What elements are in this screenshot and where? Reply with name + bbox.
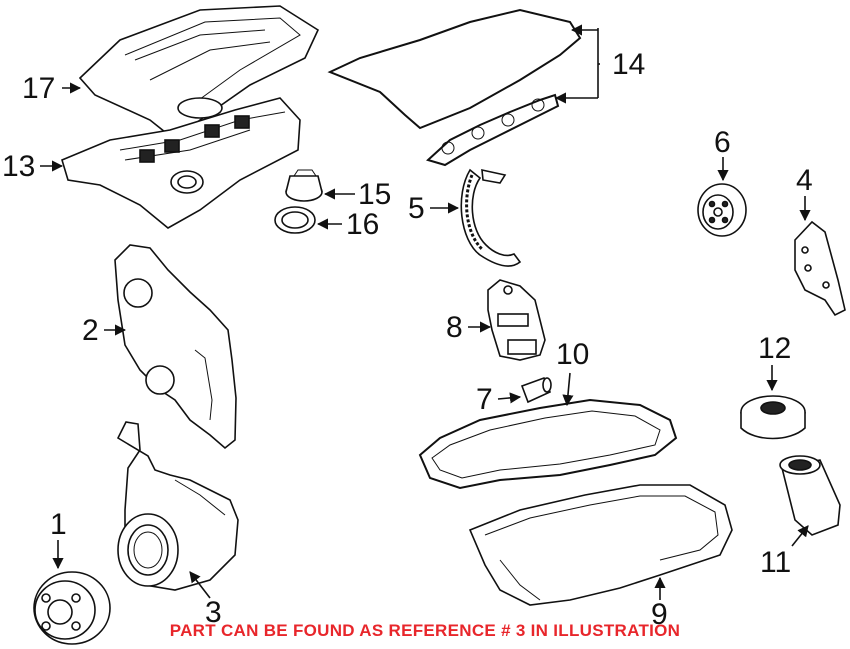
- timing-cover-part: [114, 244, 237, 450]
- valve-cover-part: [61, 97, 301, 229]
- callout-17: 17: [22, 72, 55, 105]
- oil-cap-part: [285, 169, 323, 202]
- callout-1: 1: [50, 508, 67, 541]
- oil-pan-part: [468, 484, 733, 606]
- bracket-part: [794, 220, 846, 317]
- callout-10: 10: [556, 338, 589, 371]
- callout-9: 9: [651, 598, 668, 631]
- cap-seal-part: [274, 206, 316, 234]
- engine-cover-part: [78, 5, 320, 142]
- callout-15: 15: [358, 178, 391, 211]
- callout-12: 12: [758, 332, 791, 365]
- idler-pulley-part: [697, 183, 747, 237]
- chain-tensioner-part: [487, 279, 546, 361]
- callout-16: 16: [346, 208, 379, 241]
- leader-lines: [40, 24, 811, 600]
- crank-pulley-part: [33, 571, 111, 645]
- small-plug-part: [520, 376, 552, 404]
- oil-filter-part: [779, 455, 841, 536]
- filter-housing-part: [740, 395, 806, 440]
- reference-note: PART CAN BE FOUND AS REFERENCE # 3 IN IL…: [169, 621, 681, 640]
- valve-cover-gasket-part: [327, 8, 582, 167]
- callout-5: 5: [408, 192, 425, 225]
- callout-7: 7: [476, 383, 493, 416]
- callout-2: 2: [82, 314, 99, 347]
- seal-housing-part: [116, 421, 239, 591]
- callout-11: 11: [760, 546, 791, 579]
- callout-6: 6: [714, 126, 731, 159]
- callout-4: 4: [796, 164, 813, 197]
- callout-8: 8: [446, 311, 463, 344]
- timing-chain-part: [460, 168, 522, 267]
- callout-14: 14: [612, 48, 645, 81]
- callout-3: 3: [205, 596, 222, 629]
- oil-pan-gasket-part: [418, 398, 678, 490]
- callout-13: 13: [2, 150, 35, 183]
